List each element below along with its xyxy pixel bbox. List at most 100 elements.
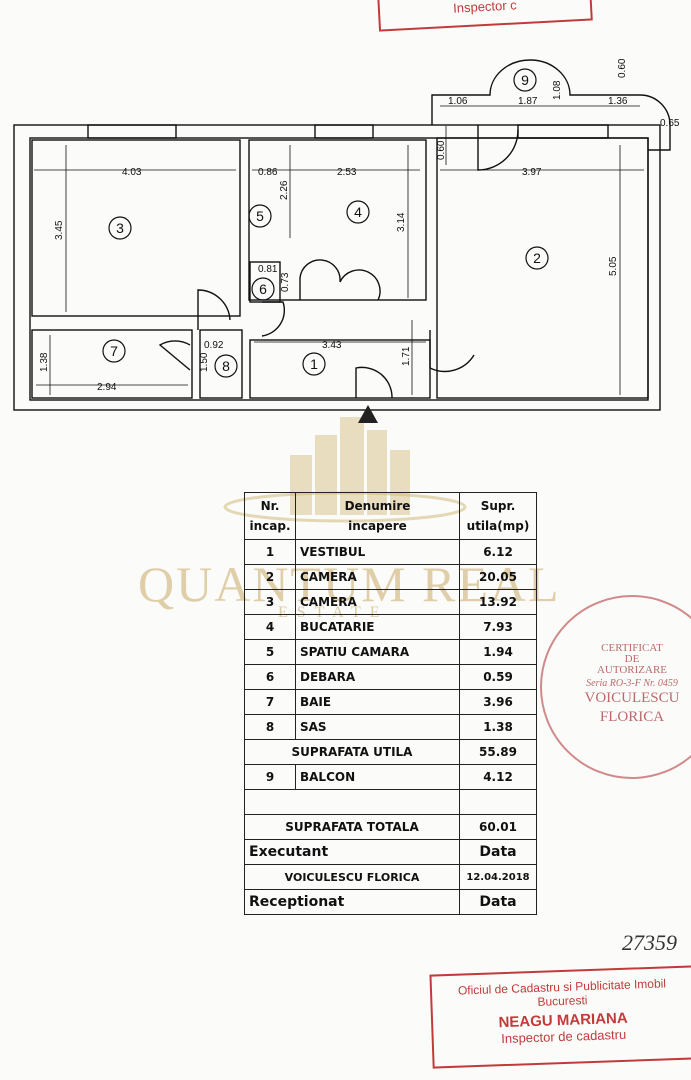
dim-1-08: 1.08 <box>552 80 563 100</box>
row-5-area: 1.94 <box>459 639 537 665</box>
dim-3-45: 3.45 <box>54 220 65 240</box>
door-room-6 <box>261 301 286 337</box>
row-3-name: CAMERA <box>295 589 460 615</box>
row-1-nr: 1 <box>244 539 296 565</box>
row-6-name: DEBARA <box>295 664 460 690</box>
executant-data-label: Data <box>459 839 537 865</box>
row-4-nr: 4 <box>244 614 296 640</box>
row-8-name: SAS <box>295 714 460 740</box>
receptionat-label: Receptionat <box>244 889 460 915</box>
balcony-door <box>477 125 519 171</box>
row-2-area: 20.05 <box>459 564 537 590</box>
row-7-name: BAIE <box>295 689 460 715</box>
executant-label: Executant <box>244 839 460 865</box>
header-supr: Supr. <box>480 499 516 513</box>
cadastru-stamp: Oficiul de Cadastru si Publicitate Imobi… <box>429 965 691 1069</box>
window-room-2 <box>517 124 609 139</box>
room-9-marker <box>513 68 537 92</box>
header-utila: utila(mp) <box>466 519 530 533</box>
room-8-outline <box>199 329 243 399</box>
row-4-area: 7.93 <box>459 614 537 640</box>
dim-0-92: 0.92 <box>204 340 224 351</box>
dim-1-71: 1.71 <box>401 346 412 366</box>
dim-4-03: 4.03 <box>122 167 142 178</box>
utila-label: SUPRAFATA UTILA <box>244 739 460 765</box>
row-3-nr: 3 <box>244 589 296 615</box>
dim-2-94: 2.94 <box>97 382 117 393</box>
balcon-area: 4.12 <box>459 764 537 790</box>
dim-1-06: 1.06 <box>448 96 468 107</box>
door-room-3 <box>197 289 231 330</box>
room-4-number: 4 <box>354 204 362 220</box>
room-2-number: 2 <box>533 250 541 266</box>
room-7-marker <box>102 339 126 363</box>
room-3-outline <box>31 139 241 317</box>
seal-line-3: AUTORIZARE <box>596 664 668 676</box>
dim-0-73: 0.73 <box>280 272 291 292</box>
window-room-3 <box>87 124 177 139</box>
row-4-name: BUCATARIE <box>295 614 460 640</box>
executant-name: VOICULESCU FLORICA <box>244 864 460 890</box>
row-1-name: VESTIBUL <box>295 539 460 565</box>
north-arrow <box>358 405 378 423</box>
totala-label: SUPRAFATA TOTALA <box>244 814 460 840</box>
header-nr: Nr. <box>260 499 280 513</box>
row-2-nr: 2 <box>244 564 296 590</box>
dim-0-81: 0.81 <box>258 264 278 275</box>
room-6-marker <box>251 277 275 301</box>
row-2-name: CAMERA <box>295 564 460 590</box>
utila-value: 55.89 <box>459 739 537 765</box>
row-3-area: 13.92 <box>459 589 537 615</box>
room-8-number: 8 <box>222 358 230 374</box>
row-1-area: 6.12 <box>459 539 537 565</box>
floor-plan: 1 2 3 4 5 6 7 8 9 4.03 3.45 0.86 2.53 2.… <box>13 58 680 411</box>
dim-0-65: 0.65 <box>660 118 680 129</box>
room-6-number: 6 <box>259 281 267 297</box>
room-7-outline <box>31 329 193 399</box>
row-6-area: 0.59 <box>459 664 537 690</box>
header-nr2: incap. <box>249 519 291 533</box>
room-8-marker <box>214 354 238 378</box>
seal-line-2: DE <box>624 653 640 665</box>
dim-1-36: 1.36 <box>608 96 628 107</box>
dim-2-53: 2.53 <box>337 167 357 178</box>
row-6-nr: 6 <box>244 664 296 690</box>
row-5-name: SPATIU CAMARA <box>295 639 460 665</box>
dim-0-60-top: 0.60 <box>617 58 628 78</box>
room-7-number: 7 <box>110 343 118 359</box>
dim-1-38: 1.38 <box>39 352 50 372</box>
totala-value: 60.01 <box>459 814 537 840</box>
dim-3-14: 3.14 <box>396 212 407 232</box>
executant-date: 12.04.2018 <box>459 864 537 890</box>
row-8-nr: 8 <box>244 714 296 740</box>
dim-0-86: 0.86 <box>258 167 278 178</box>
row-8-area: 1.38 <box>459 714 537 740</box>
dim-5-05: 5.05 <box>608 256 619 276</box>
door-room-2 <box>429 330 475 373</box>
room-4-marker <box>346 200 370 224</box>
row-5-nr: 5 <box>244 639 296 665</box>
door-room-7 <box>158 340 191 371</box>
window-room-4 <box>314 124 374 139</box>
room-4-outline <box>248 139 427 301</box>
room-3-number: 3 <box>116 220 124 236</box>
dim-1-50: 1.50 <box>199 352 210 372</box>
room-2-marker <box>525 246 549 270</box>
empty-row <box>244 789 537 815</box>
room-9-number: 9 <box>521 72 529 88</box>
seal-line-4: Seria RO-3-F Nr. 0459 <box>586 678 678 689</box>
row-7-nr: 7 <box>244 689 296 715</box>
room-1-outline <box>249 339 431 399</box>
